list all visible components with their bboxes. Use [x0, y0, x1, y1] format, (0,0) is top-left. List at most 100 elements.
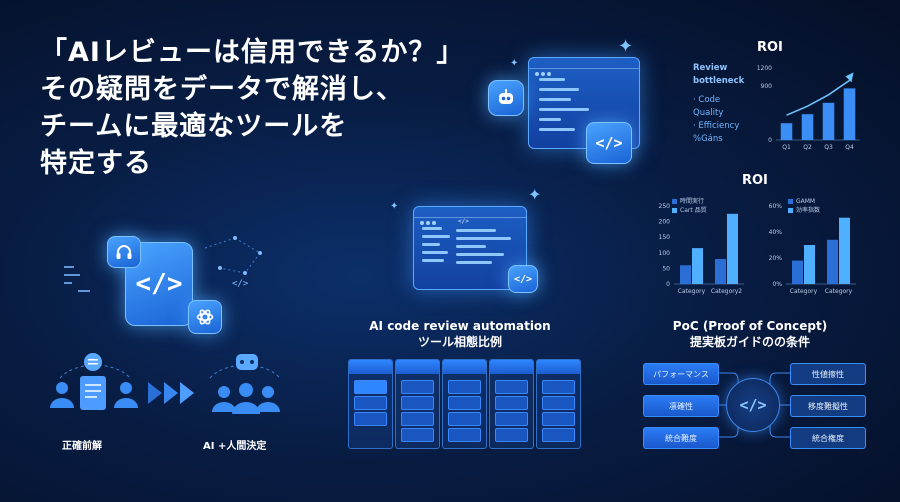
kanban-column	[442, 359, 487, 449]
ai-logo-icon	[188, 300, 222, 334]
side-item: Quality	[693, 108, 724, 118]
small-code-icon: </>	[232, 279, 249, 289]
headline-line-3: チームに最適なツールを	[40, 111, 348, 142]
automation-title-line-2: ツール相態比例	[417, 335, 502, 349]
headline: 「AIレビューは信用できるか？」 その疑問をデータで解消し、 チームに最適なツー…	[40, 34, 463, 182]
kanban-card	[448, 396, 481, 410]
kanban-column-header	[443, 360, 486, 374]
y-tick-label: 200	[659, 219, 671, 226]
sparkle-icon: ✦	[618, 36, 634, 57]
mid-tab-label: </>	[458, 218, 469, 225]
kanban-card	[401, 428, 434, 442]
side-item: %Gáns	[693, 134, 723, 144]
bar	[822, 102, 835, 140]
bar	[801, 114, 814, 140]
x-tick-label: Category	[678, 288, 706, 295]
kanban-card	[354, 412, 387, 426]
kanban-card	[495, 396, 528, 410]
poc-left-item: 統合難度	[643, 427, 719, 449]
y-tick-label: 250	[659, 203, 671, 210]
kanban-card	[542, 396, 575, 410]
bar	[715, 259, 726, 284]
y-tick-label: 60%	[769, 203, 783, 210]
workflow-graphic	[50, 353, 281, 414]
headline-line-4: 特定する	[40, 148, 152, 179]
y-tick-label: 0%	[772, 281, 782, 288]
legend-item: Cart 品質	[680, 207, 707, 214]
sparkle-icon: ✦	[510, 58, 519, 69]
x-tick-label: Q3	[824, 144, 833, 151]
trend-arrowhead	[845, 72, 854, 83]
y-tick-label: 50	[662, 265, 670, 272]
bar	[792, 260, 803, 284]
bar	[804, 245, 815, 284]
legend-item: 時間実行	[680, 198, 705, 205]
poc-title-line-2: 提実板ガイドのの条件	[689, 335, 810, 349]
y-tick-label: 0	[768, 137, 772, 144]
kanban-card	[448, 428, 481, 442]
kanban-column	[489, 359, 534, 449]
x-tick-label: Category	[790, 288, 818, 295]
kanban-card	[495, 380, 528, 394]
side-heading-2: bottleneck	[693, 76, 745, 86]
sparkle-icon: ✦	[390, 201, 399, 212]
bar	[827, 239, 838, 284]
bar	[843, 88, 856, 140]
poc-title: PoC (Proof of Concept) 提実板ガイドのの条件	[650, 318, 850, 350]
bar	[727, 213, 738, 284]
y-tick-label: 150	[659, 234, 671, 241]
roi-mid-right-chart: 60% 40% 20% 0% Category Category	[769, 203, 856, 295]
y-tick-label: 0	[666, 281, 670, 288]
kanban-column-header	[537, 360, 580, 374]
headline-line-2: その疑問をデータで解消し、	[40, 74, 404, 105]
kanban-column-header	[396, 360, 439, 374]
bar	[839, 217, 850, 284]
bottom-right-label: AI +人間決定	[203, 441, 267, 452]
roi-mid-title: ROI	[742, 173, 768, 188]
kanban-card	[401, 396, 434, 410]
bar	[692, 248, 703, 284]
poc-title-line-1: PoC (Proof of Concept)	[672, 319, 828, 333]
robot-icon	[488, 80, 524, 116]
roi-top-title: ROI	[757, 40, 783, 55]
poc-right-item: 移度難擬性	[790, 395, 866, 417]
y-tick-label: 20%	[769, 255, 783, 262]
y-tick-label: 1200	[757, 65, 772, 72]
legend-item: 効率指数	[796, 207, 821, 214]
kanban-column	[348, 359, 393, 449]
kanban-column-header	[349, 360, 392, 374]
x-tick-label: Q2	[803, 144, 812, 151]
poc-right-item: 性値擦性	[790, 363, 866, 385]
kanban-card	[354, 396, 387, 410]
x-tick-label: Q1	[782, 144, 791, 151]
kanban-column	[536, 359, 581, 449]
mid-code-icon: </>	[508, 265, 538, 293]
y-tick-label: 40%	[769, 229, 783, 236]
kanban-column-header	[490, 360, 533, 374]
poc-left-item: パフォーマンス	[643, 363, 719, 385]
side-heading-1: Review	[693, 63, 728, 73]
bar	[780, 123, 793, 140]
side-item: · Code	[693, 95, 721, 105]
poc-center-code-icon: </>	[726, 378, 780, 432]
trend-line	[786, 79, 850, 116]
kanban-card	[542, 412, 575, 426]
kanban-card	[448, 380, 481, 394]
kanban-card	[448, 412, 481, 426]
top-code-icon: </>	[586, 122, 632, 164]
x-tick-label: Category2	[711, 288, 742, 295]
kanban-card	[401, 412, 434, 426]
kanban-card	[401, 380, 434, 394]
network-lines-graphic	[64, 236, 262, 292]
y-tick-label: 100	[659, 250, 671, 257]
kanban-column	[395, 359, 440, 449]
x-tick-label: Category	[825, 288, 853, 295]
side-item: · Efficiency	[693, 121, 740, 131]
kanban-card	[495, 412, 528, 426]
kanban-card	[542, 428, 575, 442]
y-tick-label: 900	[761, 83, 773, 90]
roi-mid-right-legend: GAMM 効率指数	[788, 197, 820, 215]
roi-mid-left-legend: 時間実行 Cart 品質	[672, 197, 707, 215]
